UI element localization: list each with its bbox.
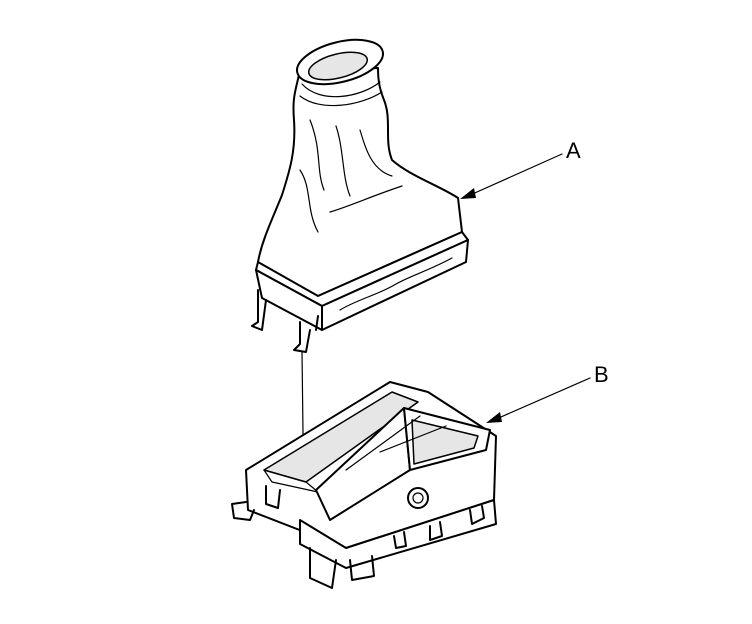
callout-b-label: B xyxy=(594,362,609,387)
shift-boot-part-a xyxy=(251,38,469,353)
callout-b-arrowhead xyxy=(486,412,502,423)
callout-a-label: A xyxy=(566,138,581,163)
callout-a-arrowhead xyxy=(460,188,476,199)
callout-b: B xyxy=(486,362,609,423)
shift-console-part-b xyxy=(231,381,497,589)
callout-a-leader-line xyxy=(467,153,563,197)
callout-b-leader-line xyxy=(493,377,591,421)
callout-a: A xyxy=(460,138,581,199)
